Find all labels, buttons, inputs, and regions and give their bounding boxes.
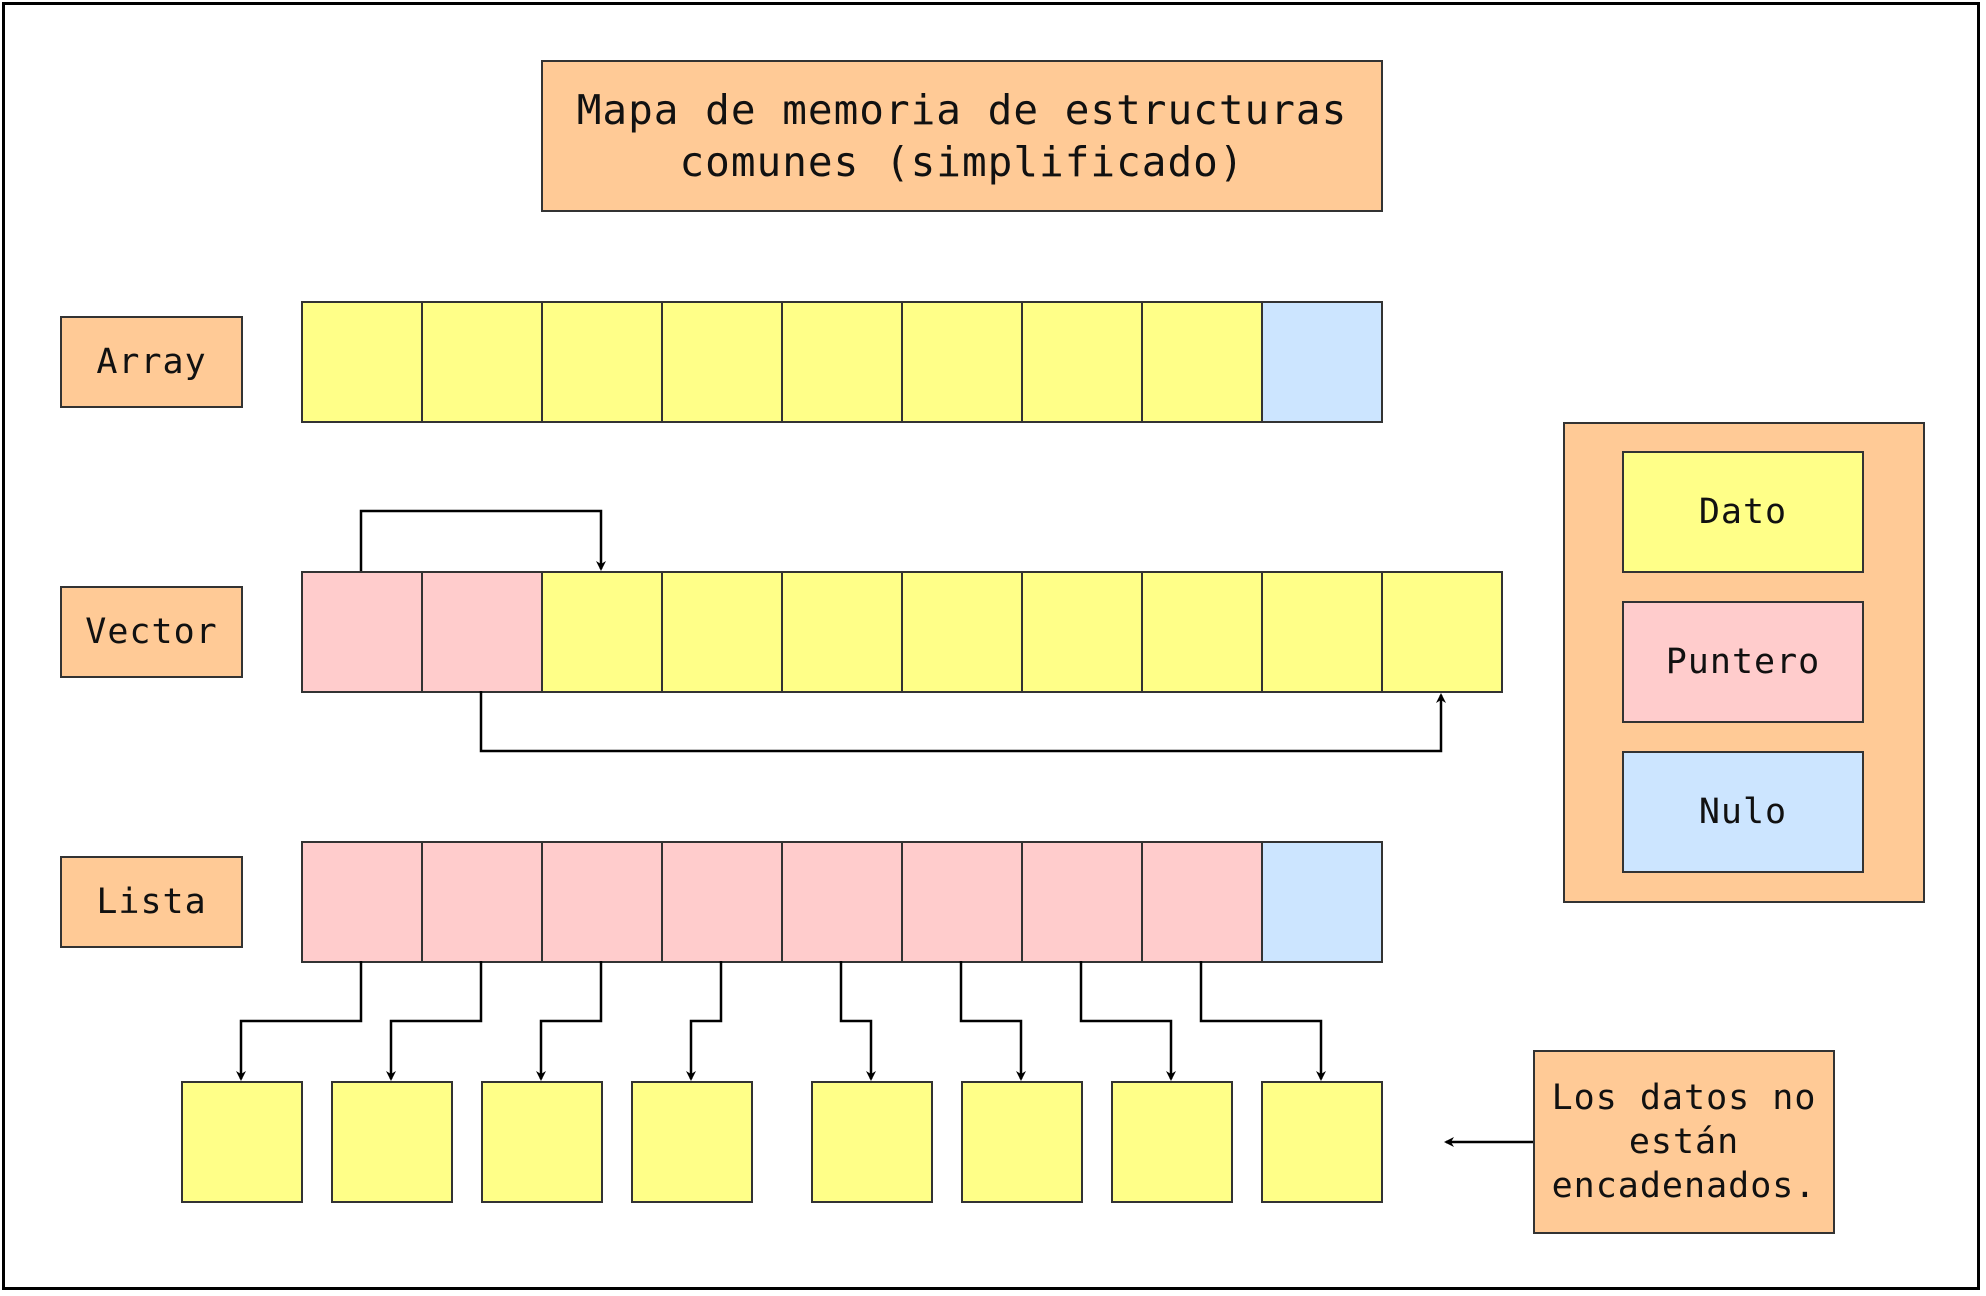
lista-cell-puntero [901,841,1023,963]
legend-item-dato: Dato [1622,451,1864,573]
lista-pointer-arrow [686,961,723,1081]
lista-pointer-arrow [839,961,876,1081]
array-cell-dato [541,301,663,423]
lista-pointer-arrow [1199,961,1326,1081]
lista-pointer-arrow [236,961,363,1081]
array-cell-dato [661,301,783,423]
lista-pointer-arrow [1079,961,1176,1081]
scattered-data-block [331,1081,453,1203]
vector-cell-dato [1381,571,1503,693]
scattered-data-block [181,1081,303,1203]
diagram-title: Mapa de memoria de estructuras comunes (… [541,60,1383,212]
lista-pointer-arrow [959,961,1026,1081]
legend-item-nulo: Nulo [1622,751,1864,873]
vector-cell-dato [541,571,663,693]
array-cell-dato [301,301,423,423]
vector-cell-dato [1021,571,1143,693]
scattered-data-block [961,1081,1083,1203]
array-cell-dato [421,301,543,423]
array-cell-nulo [1261,301,1383,423]
scattered-data-block [1261,1081,1383,1203]
legend-item-puntero: Puntero [1622,601,1864,723]
vector-cell-dato [781,571,903,693]
lista-pointer-arrow [536,961,603,1081]
array-cell-dato [901,301,1023,423]
scattered-data-block [631,1081,753,1203]
lista-cell-nulo [1261,841,1383,963]
lista-pointer-arrow [386,961,483,1081]
row-label-vector: Vector [60,586,243,678]
array-cell-dato [1021,301,1143,423]
lista-cell-puntero [661,841,783,963]
note-box: Los datos no están encadenados. [1533,1050,1835,1234]
array-cell-dato [1141,301,1263,423]
lista-cell-puntero [781,841,903,963]
scattered-data-block [811,1081,933,1203]
scattered-data-block [481,1081,603,1203]
row-label-array: Array [60,316,243,408]
scattered-data-block [1111,1081,1233,1203]
vector-cell-dato [1261,571,1383,693]
row-label-lista: Lista [60,856,243,948]
vector-cell-dato [901,571,1023,693]
vector-cell-dato [661,571,783,693]
vector-end-pointer-arrow [479,691,1446,753]
vector-start-pointer-arrow [359,509,606,571]
